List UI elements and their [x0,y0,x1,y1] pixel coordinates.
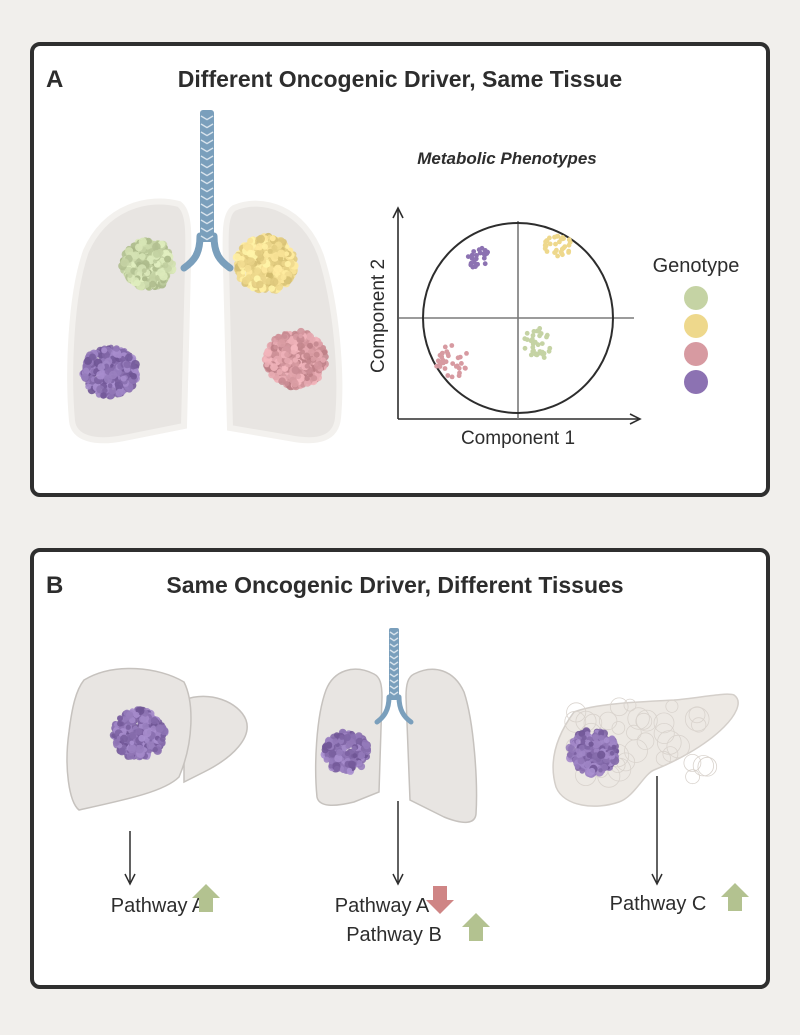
lung-tumor [320,728,372,775]
y-axis-arrowhead [392,206,404,219]
cluster-points [542,233,573,259]
panel-a-letter: A [46,66,64,93]
up-arrow-icon [192,884,220,912]
panel-a: A Different Oncogenic Driver, Same Tissu… [30,42,770,497]
green-tumor [118,237,177,291]
panel-a-graphic: Metabolic Phenotypes Component 1 Compone… [67,110,740,449]
tissue-tumors [109,706,620,778]
pathway-lungs-a: Pathway A [335,886,454,917]
legend-swatches [684,286,708,394]
panel-b-title: Same Oncogenic Driver, Different Tissues [166,572,624,598]
up-arrow-icon [721,883,749,911]
legend-title: Genotype [653,255,740,277]
yellow-tumor [232,232,299,294]
legend-swatch [684,370,708,394]
legend-swatch [684,342,708,366]
up-arrow-icon [462,913,490,941]
panel-b-letter: B [46,572,64,599]
y-axis-label: Component 2 [368,259,389,373]
pathway-label: Pathway A [335,895,430,917]
pathway-label: Pathway B [346,924,442,946]
panel-b: B Same Oncogenic Driver, Different Tissu… [30,548,770,989]
lungs-icon [314,628,478,823]
cluster-points [522,326,553,360]
pathway-liver: Pathway A [111,884,220,917]
panel-a-title: Different Oncogenic Driver, Same Tissue [177,66,623,92]
legend: Genotype [653,255,740,394]
legend-swatch [684,314,708,338]
liver-tumor [109,706,169,761]
pathway-pancreas: Pathway C [610,883,749,915]
x-axis-label: Component 1 [461,428,575,449]
pancreas-tumor [565,727,620,778]
pathway-label: Pathway A [111,895,206,917]
trachea-rings [200,115,214,241]
unit-circle [422,222,614,414]
down-arrow-icon [426,886,454,914]
tissue-arrows [124,776,663,886]
legend-swatch [684,286,708,310]
pca-plot: Component 1 Component 2 [368,206,642,449]
x-axis-arrowhead [629,413,642,425]
purple-tumor [79,344,140,400]
panel-b-graphic: Pathway A Pathway A Pathway B Pathway C [66,628,749,946]
trachea-rings [389,631,399,696]
lung-tumors [79,232,329,400]
clusters [434,233,573,380]
pathway-lungs-b: Pathway B [346,913,490,946]
plot-title: Metabolic Phenotypes [417,149,596,168]
pink-tumor [261,327,329,391]
cluster-points [434,343,469,380]
pancreas-icon [552,693,739,807]
cluster-points [465,245,490,270]
pathway-label: Pathway C [610,893,707,915]
